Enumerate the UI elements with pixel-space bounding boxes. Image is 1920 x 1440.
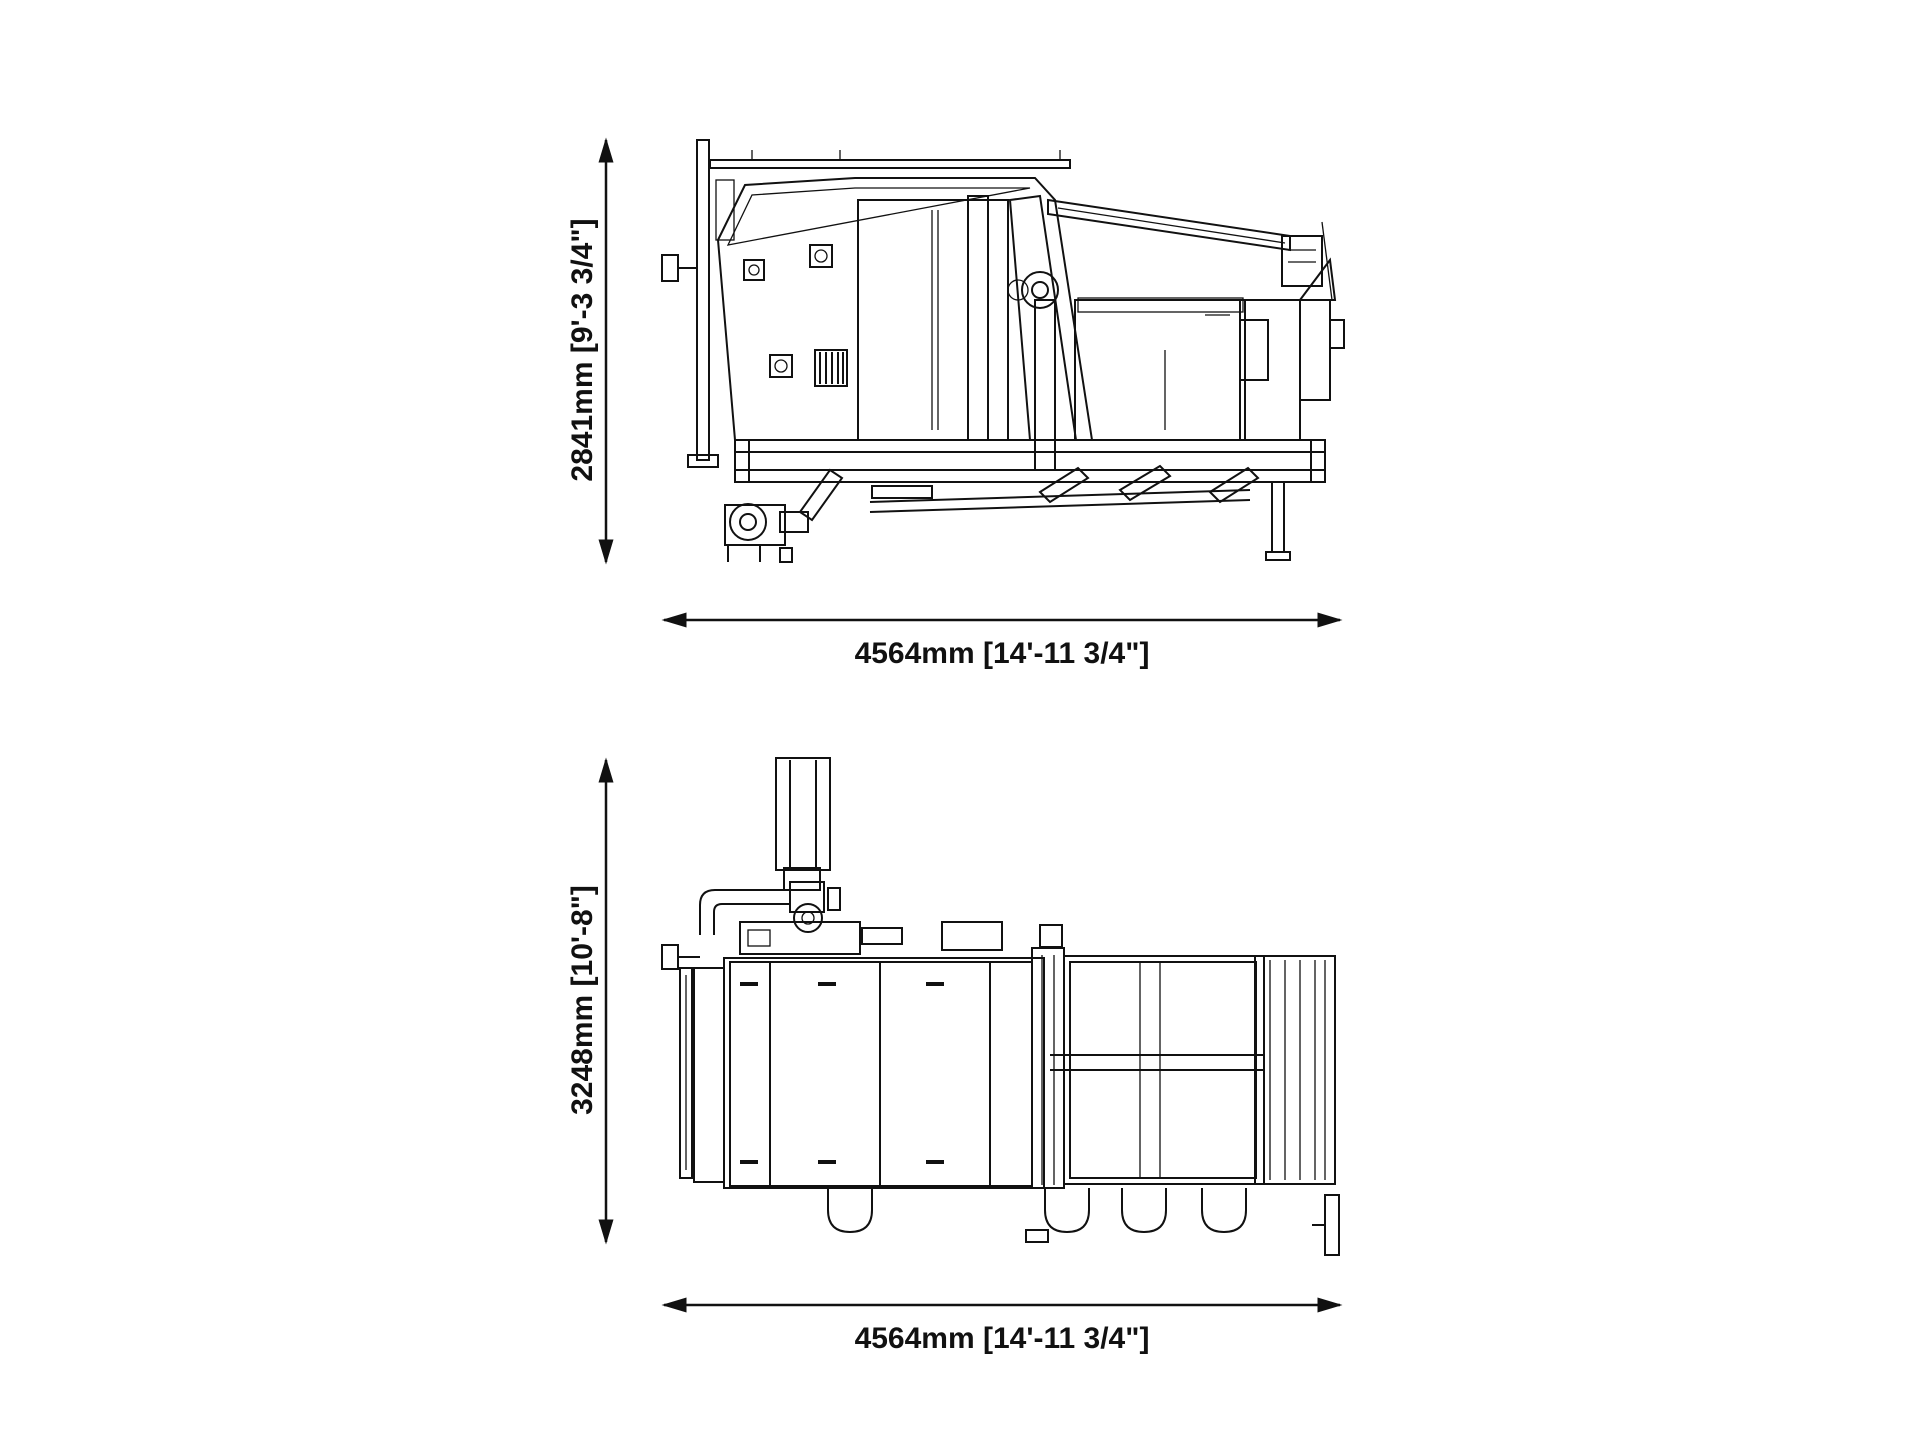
side-view: 2841mm [9'-3 3/4"] 4564mm [14'-11 3/4"] bbox=[566, 137, 1345, 670]
top-depth-dimension: 3248mm [10'-8"] bbox=[566, 757, 614, 1245]
top-depth-label: 3248mm [10'-8"] bbox=[566, 885, 599, 1115]
vent-grille bbox=[814, 349, 848, 387]
side-width-label: 4564mm [14'-11 3/4"] bbox=[855, 637, 1150, 670]
side-machine-outline bbox=[661, 139, 1345, 563]
side-height-dimension: 2841mm [9'-3 3/4"] bbox=[566, 137, 614, 565]
side-width-dimension: 4564mm [14'-11 3/4"] bbox=[661, 612, 1343, 670]
top-view: 3248mm [10'-8"] 4564mm [14'-11 3/4"] bbox=[566, 757, 1343, 1355]
side-height-label: 2841mm [9'-3 3/4"] bbox=[566, 218, 599, 481]
top-width-dimension: 4564mm [14'-11 3/4"] bbox=[661, 1297, 1343, 1355]
top-machine-outline bbox=[661, 757, 1340, 1256]
top-width-label: 4564mm [14'-11 3/4"] bbox=[855, 1322, 1150, 1355]
